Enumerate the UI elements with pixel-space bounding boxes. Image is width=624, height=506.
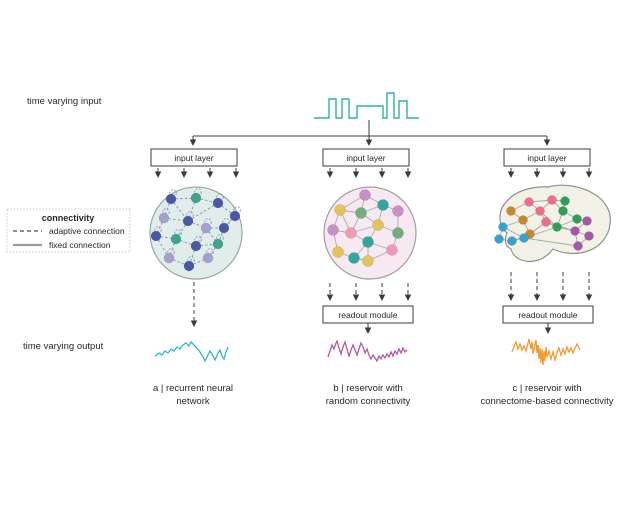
caption-a-line1: a | recurrent neural (153, 383, 233, 394)
input-layer-box-a: input layer (150, 148, 240, 178)
time-varying-input-label: time varying input (27, 96, 102, 107)
network-a-nodes (150, 192, 241, 272)
reservoir-b-readout-arrows (326, 283, 412, 301)
legend-title: connectivity (42, 213, 95, 223)
caption-a-line2: network (176, 396, 210, 407)
input-layer-box-b: input layer (322, 148, 412, 178)
input-layer-label-b: input layer (346, 153, 385, 163)
caption-c-line1: c | reservoir with (513, 383, 582, 394)
network-c-connectome-brain: readout module (494, 184, 611, 334)
reservoir-c-readout-arrows (507, 272, 593, 301)
input-layer-label-c: input layer (527, 153, 566, 163)
network-b-nodes (327, 189, 404, 267)
panel-captions: a | recurrent neural network b | reservo… (153, 383, 614, 407)
input-layer-box-c: input layer (503, 148, 593, 178)
caption-c-line2: connectome-based connectivity (480, 396, 613, 407)
network-b-random-reservoir: readout module (322, 186, 417, 334)
caption-b-line1: b | reservoir with (333, 383, 403, 394)
legend-item-adaptive: adaptive connection (49, 226, 125, 236)
readout-module-label-c: readout module (518, 310, 577, 320)
network-a-recurrent (149, 186, 243, 327)
input-signal-waveform (314, 92, 419, 119)
trunk-connector (189, 120, 551, 146)
connectivity-legend: connectivity adaptive connection fixed c… (6, 208, 131, 253)
caption-b-line2: random connectivity (326, 396, 411, 407)
input-layer-label-a: input layer (174, 153, 213, 163)
output-waveform-a (154, 340, 229, 363)
output-waveform-c (511, 338, 581, 366)
legend-item-fixed: fixed connection (49, 240, 111, 250)
network-c-nodes (494, 195, 594, 251)
output-waveform-b (327, 339, 408, 363)
time-varying-output-label: time varying output (23, 341, 104, 352)
readout-module-label-b: readout module (338, 310, 397, 320)
